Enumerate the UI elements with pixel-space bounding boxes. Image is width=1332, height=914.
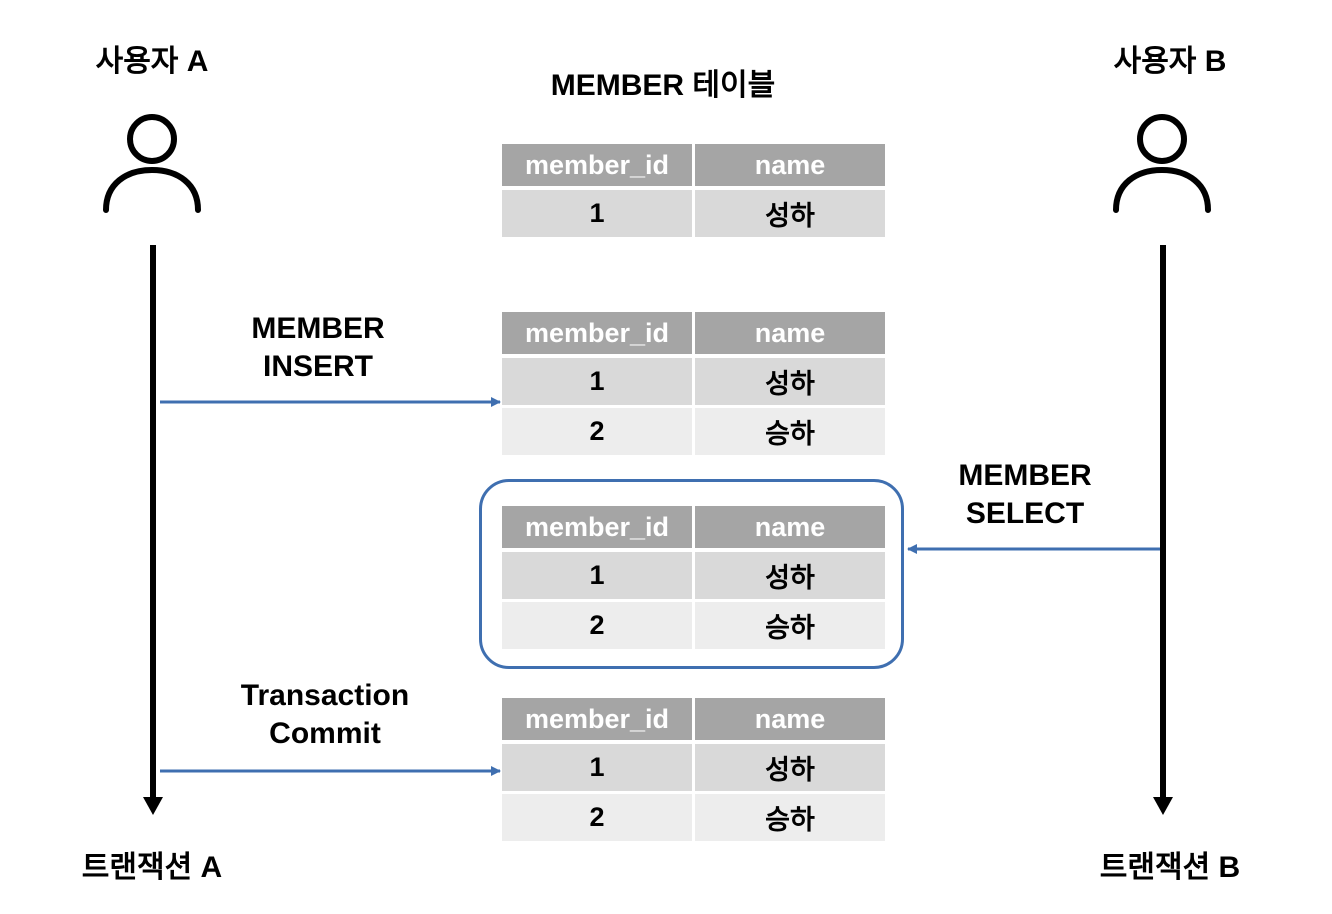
cell-member-id: 2 (502, 406, 695, 458)
transaction-b-label: 트랜잭션 B (1099, 851, 1241, 884)
timeline-b (1153, 245, 1173, 815)
table-header: member_id name (502, 312, 885, 358)
select-label: MEMBER SELECT (925, 457, 1125, 533)
commit-label-line2: Commit (269, 717, 381, 750)
user-b-label: 사용자 B (1113, 45, 1227, 78)
cell-member-id: 1 (502, 550, 695, 602)
column-header-member-id: member_id (502, 698, 695, 744)
select-highlight-box (479, 479, 904, 669)
column-header-name: name (693, 144, 885, 190)
commit-label: Transaction Commit (210, 677, 440, 753)
table-row: 1 성하 (502, 188, 885, 240)
cell-name: 성하 (693, 550, 885, 602)
insert-label: MEMBER INSERT (218, 310, 418, 386)
table-row: 2 승하 (502, 792, 885, 844)
column-header-name: name (693, 312, 885, 358)
cell-name: 성하 (693, 356, 885, 408)
transaction-a-label: 트랜잭션 A (81, 851, 223, 884)
column-header-member-id: member_id (502, 144, 695, 190)
table-header: member_id name (502, 698, 885, 744)
column-header-member-id: member_id (502, 312, 695, 358)
table-row: 1 성하 (502, 550, 885, 602)
cell-member-id: 1 (502, 188, 695, 240)
timeline-a (143, 245, 163, 815)
cell-name: 승하 (693, 792, 885, 844)
table-header: member_id name (502, 144, 885, 190)
table-row: 1 성하 (502, 356, 885, 408)
insert-label-line1: MEMBER (251, 312, 385, 345)
column-header-name: name (693, 698, 885, 744)
select-label-line1: MEMBER (958, 459, 1092, 492)
user-a-icon (103, 114, 201, 213)
user-b-icon (1113, 114, 1211, 213)
commit-label-line1: Transaction (240, 679, 410, 712)
member-table-initial: member_id name 1 성하 (502, 144, 885, 240)
cell-member-id: 1 (502, 356, 695, 408)
insert-label-line2: INSERT (262, 350, 373, 383)
member-table-after-commit: member_id name 1 성하 2 승하 (502, 698, 885, 844)
select-label-line2: SELECT (965, 497, 1085, 530)
table-header: member_id name (502, 506, 885, 552)
column-header-name: name (693, 506, 885, 552)
cell-name: 성하 (693, 188, 885, 240)
column-header-member-id: member_id (502, 506, 695, 552)
user-a-label: 사용자 A (95, 45, 209, 78)
cell-name: 승하 (693, 600, 885, 652)
table-row: 2 승하 (502, 406, 885, 458)
cell-member-id: 2 (502, 792, 695, 844)
cell-name: 성하 (693, 742, 885, 794)
table-row: 1 성하 (502, 742, 885, 794)
table-title: MEMBER 테이블 (550, 69, 776, 102)
table-row: 2 승하 (502, 600, 885, 652)
cell-member-id: 1 (502, 742, 695, 794)
cell-member-id: 2 (502, 600, 695, 652)
member-table-select: member_id name 1 성하 2 승하 (502, 506, 885, 652)
member-table-after-insert: member_id name 1 성하 2 승하 (502, 312, 885, 458)
cell-name: 승하 (693, 406, 885, 458)
